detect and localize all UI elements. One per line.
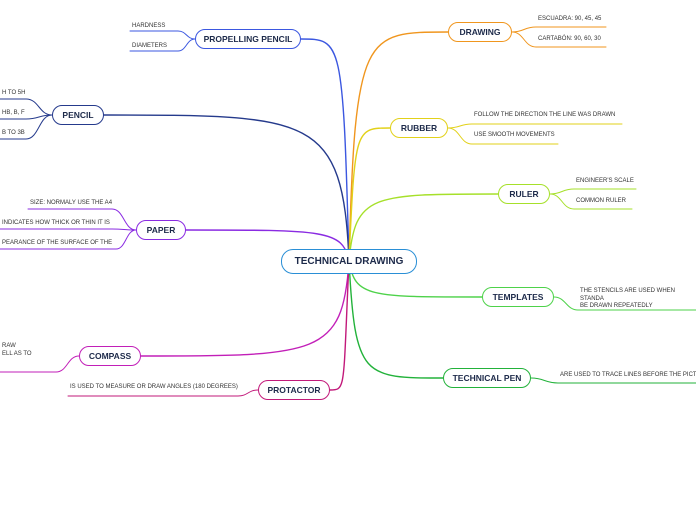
leaf-pencil-1[interactable]: HB, B, F bbox=[2, 110, 25, 116]
leaf-connector-pencil-1 bbox=[0, 114, 53, 120]
connector-propelling-pencil bbox=[300, 38, 350, 262]
leaf-rubber-0[interactable]: FOLLOW THE DIRECTION THE LINE WAS DRAWN bbox=[474, 112, 616, 118]
branch-node-pencil[interactable]: PENCIL bbox=[52, 105, 104, 125]
leaf-connector-propelling-pencil-0 bbox=[129, 30, 196, 40]
leaf-pencil-2[interactable]: B TO 3B bbox=[2, 130, 25, 136]
leaf-propelling-pencil-0[interactable]: HARDNESS bbox=[132, 23, 166, 29]
branch-node-templates[interactable]: TEMPLATES bbox=[482, 287, 554, 307]
leaf-paper-1[interactable]: INDICATES HOW THICK OR THIN IT IS bbox=[2, 220, 110, 226]
leaf-drawing-0[interactable]: ESCUADRA: 90, 45, 45 bbox=[538, 16, 602, 22]
leaf-connector-paper-2 bbox=[0, 229, 137, 250]
connector-rubber bbox=[348, 127, 391, 262]
connector-drawing bbox=[348, 31, 449, 262]
leaf-connector-propelling-pencil-1 bbox=[129, 38, 196, 52]
connector-ruler bbox=[348, 193, 499, 262]
leaf-protractor-0[interactable]: IS USED TO MEASURE OR DRAW ANGLES (180 D… bbox=[70, 384, 238, 390]
leaf-connector-technical-pen-0 bbox=[530, 377, 696, 384]
leaf-drawing-1[interactable]: CARTABÓN: 90, 60, 30 bbox=[538, 36, 601, 42]
leaf-connector-protractor-0 bbox=[67, 389, 259, 397]
leaf-connector-ruler-1 bbox=[549, 193, 633, 210]
leaf-paper-0[interactable]: SIZE: NORMALY USE THE A4 bbox=[30, 200, 113, 206]
branch-node-ruler[interactable]: RULER bbox=[498, 184, 550, 204]
central-node[interactable]: TECHNICAL DRAWING bbox=[281, 249, 417, 274]
leaf-compass-0[interactable]: RAW ELL AS TO bbox=[2, 343, 32, 357]
connector-protractor bbox=[329, 260, 350, 391]
leaf-connector-compass-0 bbox=[0, 355, 80, 373]
connector-technical-pen bbox=[348, 260, 444, 379]
leaf-connector-drawing-0 bbox=[511, 26, 607, 33]
leaf-connector-ruler-0 bbox=[549, 188, 637, 195]
leaf-connector-pencil-0 bbox=[0, 98, 53, 116]
leaf-connector-paper-0 bbox=[27, 208, 137, 231]
leaf-connector-rubber-1 bbox=[447, 127, 559, 145]
branch-node-technical-pen[interactable]: TECHNICAL PEN bbox=[443, 368, 531, 388]
connector-compass bbox=[140, 260, 350, 357]
leaf-propelling-pencil-1[interactable]: DIAMETERS bbox=[132, 43, 168, 49]
leaf-ruler-1[interactable]: COMMON RULER bbox=[576, 198, 627, 204]
leaf-technical-pen-0[interactable]: ARE USED TO TRACE LINES BEFORE THE PICTU… bbox=[560, 372, 696, 378]
branch-node-paper[interactable]: PAPER bbox=[136, 220, 186, 240]
branch-node-rubber[interactable]: RUBBER bbox=[390, 118, 448, 138]
leaf-rubber-1[interactable]: USE SMOOTH MOVEMENTS bbox=[474, 132, 555, 138]
branch-node-drawing[interactable]: DRAWING bbox=[448, 22, 512, 42]
branch-node-compass[interactable]: COMPASS bbox=[79, 346, 141, 366]
leaf-connector-pencil-2 bbox=[0, 114, 53, 140]
leaf-templates-0[interactable]: THE STENCILS ARE USED WHEN STANDA BE DRA… bbox=[580, 288, 676, 309]
leaf-pencil-0[interactable]: H TO 5H bbox=[2, 90, 26, 96]
branch-node-propelling-pencil[interactable]: PROPELLING PENCIL bbox=[195, 29, 301, 49]
branch-node-protractor[interactable]: PROTACTOR bbox=[258, 380, 330, 400]
leaf-connector-rubber-0 bbox=[447, 123, 623, 129]
leaf-connector-templates-0 bbox=[553, 296, 696, 311]
leaf-connector-paper-1 bbox=[0, 228, 137, 231]
leaf-connector-drawing-1 bbox=[511, 31, 607, 48]
leaf-paper-2[interactable]: PEARANCE OF THE SURFACE OF THE bbox=[2, 240, 113, 246]
connector-pencil bbox=[103, 114, 350, 262]
leaf-ruler-0[interactable]: ENGINEER'S SCALE bbox=[576, 178, 634, 184]
